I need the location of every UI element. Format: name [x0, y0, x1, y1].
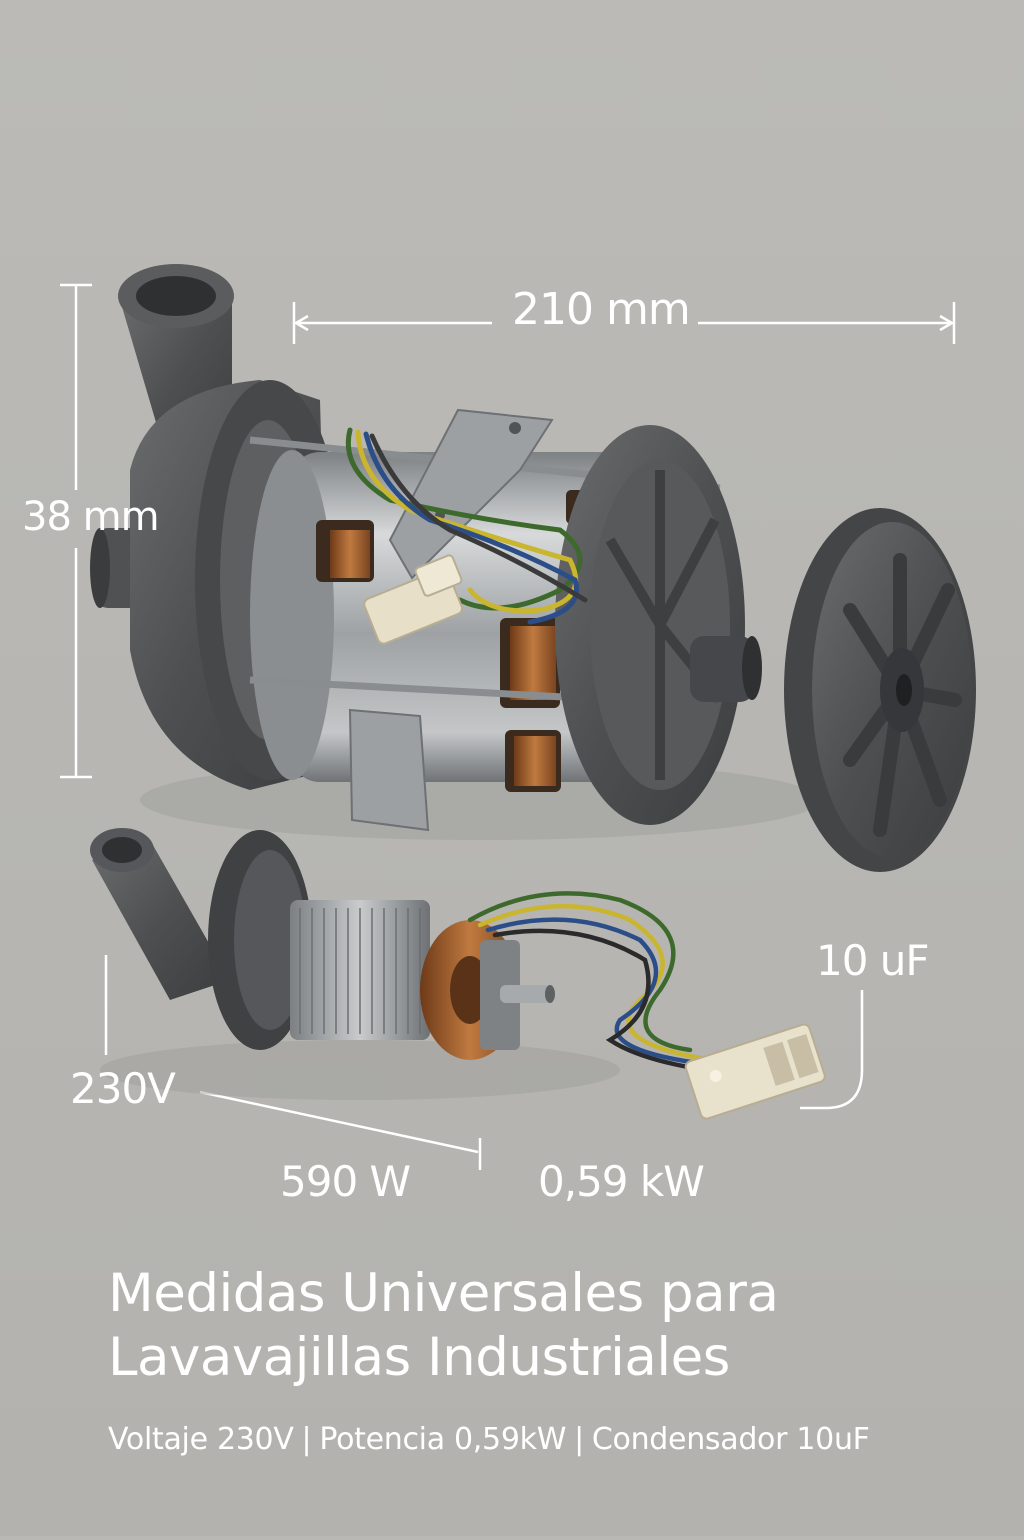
headline: Medidas Universales para Lavavajillas In… [108, 1262, 1008, 1390]
headline-line-1: Medidas Universales para [108, 1263, 779, 1324]
dimension-lines [60, 283, 956, 1170]
power-watts-label: 590 W [280, 1157, 411, 1206]
length-dimension-label: 210 mm [512, 284, 691, 335]
pump-motor-small [90, 828, 826, 1120]
impeller-cover [784, 508, 976, 872]
spec-voltage: Voltaje 230V [108, 1422, 294, 1457]
voltage-label: 230V [70, 1064, 176, 1113]
spec-separator: | [574, 1422, 584, 1457]
headline-line-2: Lavavajillas Industriales [108, 1327, 730, 1388]
height-dimension-label: 38 mm [22, 494, 160, 540]
power-kilowatts-label: 0,59 kW [538, 1157, 705, 1206]
spec-line: Voltaje 230V|Potencia 0,59kW|Condensador… [108, 1422, 870, 1457]
spec-power: Potencia 0,59kW [319, 1422, 567, 1457]
spec-separator: | [301, 1422, 312, 1457]
capacitor-label: 10 uF [816, 936, 930, 985]
spec-capacitor: Condensador 10uF [591, 1422, 870, 1457]
pump-motor-large [90, 264, 820, 840]
